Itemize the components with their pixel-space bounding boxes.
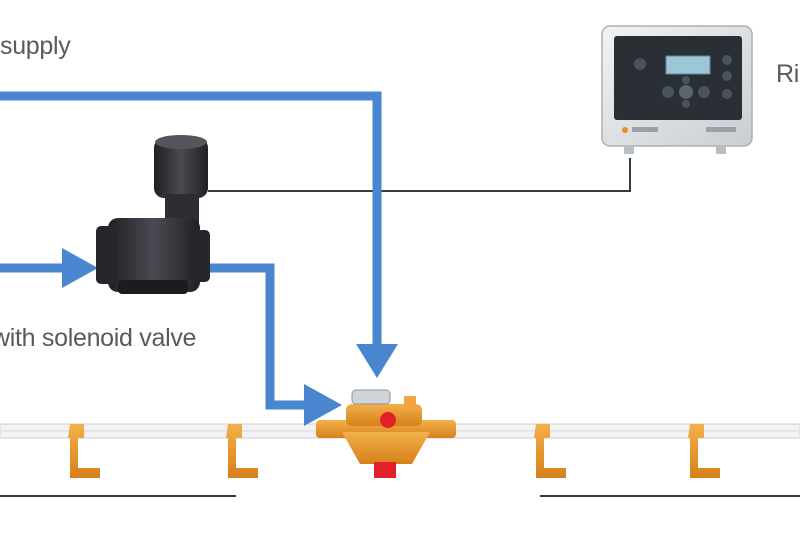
valve-outlet-line xyxy=(205,263,312,410)
flow-lines xyxy=(0,91,382,410)
solenoid-valve-icon xyxy=(96,135,210,294)
control-wire xyxy=(208,158,631,192)
pressure-regulator-icon xyxy=(316,389,456,478)
supply-label: supply xyxy=(0,32,71,60)
arrow-to-valve-icon xyxy=(62,248,98,288)
controller-label: Ri xyxy=(776,60,800,88)
flow-arrowheads xyxy=(62,248,398,426)
arrow-down-regulator-icon xyxy=(356,344,398,378)
solenoid-valve-label: with solenoid valve xyxy=(0,324,197,352)
arrow-to-regulator-icon xyxy=(304,384,342,426)
controller-box-icon xyxy=(601,25,753,154)
drinker-nipple-icon xyxy=(68,424,720,478)
supply-return-line xyxy=(0,91,382,350)
